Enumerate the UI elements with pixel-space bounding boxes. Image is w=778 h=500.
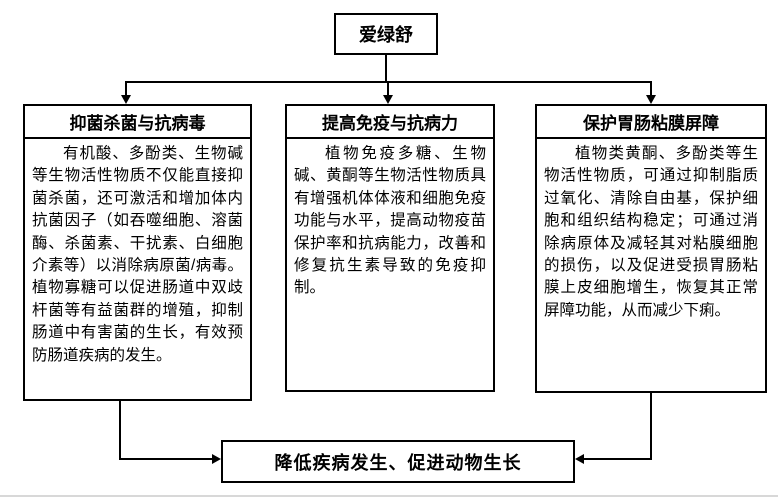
arrowhead-left-into-outcome [575,454,584,464]
arrowhead-down-right [646,95,656,104]
branch-title-immunity: 提高免疫与抗病力 [287,106,493,139]
connector-root-stem [385,55,387,82]
connector-right-elbow-vertical [650,393,652,460]
branch-title-antibacterial: 抑菌杀菌与抗病毒 [25,106,250,139]
arrowhead-down-left [121,95,131,104]
arrowhead-right-into-outcome [212,454,221,464]
branch-body-mucosa: 植物类黄酮、多酚类等生物活性物质，可通过抑制脂质过氧化、清除自由基，保护细胞和组… [544,145,758,319]
branch-body-antibacterial: 有机酸、多酚类、生物碱等生物活性物质不仅能直接抑菌杀菌，还可激活和增加体内抗菌因… [32,145,243,364]
branch-body-immunity: 植物免疫多糖、生物碱、黄酮等生物活性物质具有增强机体体液和细胞免疫功能与水平，提… [294,145,486,297]
connector-stub-left [125,81,127,96]
connector-right-elbow-horizontal [584,458,651,460]
arrowhead-down-middle [383,95,393,104]
root-label: 爱绿舒 [359,25,413,45]
branch-box-mucosa: 保护胃肠粘膜屏障 植物类黄酮、多酚类等生物活性物质，可通过抑制脂质过氧化、清除自… [535,104,767,393]
connector-stub-right [650,81,652,96]
branch-box-immunity: 提高免疫与抗病力 植物免疫多糖、生物碱、黄酮等生物活性物质具有增强机体体液和细胞… [285,104,495,392]
footer-rule [0,495,778,497]
connector-left-elbow-horizontal [119,458,213,460]
connector-stub-middle [387,81,389,96]
outcome-box: 降低疾病发生、促进动物生长 [221,440,575,483]
connector-left-elbow-vertical [119,401,121,460]
branch-title-mucosa: 保护胃肠粘膜屏障 [537,106,765,139]
root-box: 爱绿舒 [334,13,438,55]
outcome-label: 降低疾病发生、促进动物生长 [274,452,522,473]
branch-box-antibacterial: 抑菌杀菌与抗病毒 有机酸、多酚类、生物碱等生物活性物质不仅能直接抑菌杀菌，还可激… [23,104,252,401]
